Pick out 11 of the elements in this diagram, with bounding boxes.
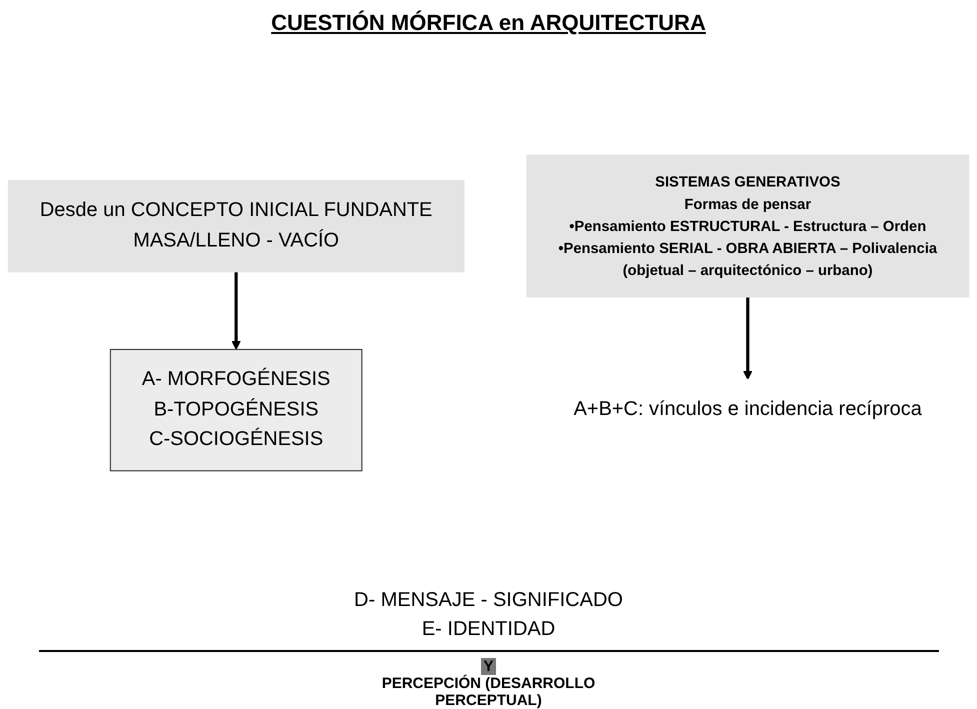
- item-text: E- IDENTIDAD: [422, 618, 556, 641]
- node-box: Desde un CONCEPTO INICIAL FUNDANTE MASA/LLENO - VACÍO: [8, 180, 464, 272]
- node-box: A- MORFOGÉNESIS B-TOPOGÉNESIS C-SOCIOGÉNESIS: [110, 348, 362, 472]
- node-box: SISTEMAS GENERATIVOS Formas de pensar •Pensamiento ESTRUCTURAL - Estructura – Orden •Pensamiento SERIAL - OBRA ABIERTA – Polivalencia (objetual – arquitectónico – urbano): [526, 154, 970, 298]
- conjunction-text: Y: [481, 658, 496, 675]
- node-text: A+B+C: vínculos e incidencia recíproca: [574, 398, 922, 420]
- arrow: [232, 272, 241, 350]
- note-text: PERCEPCIÓN (DESARROLLO PERCEPTUAL): [380, 675, 596, 709]
- diagram-title: CUESTIÓN MÓRFICA en ARQUITECTURA: [271, 10, 706, 36]
- arrow: [743, 296, 752, 380]
- item-text: D- MENSAJE - SIGNIFICADO: [354, 589, 623, 612]
